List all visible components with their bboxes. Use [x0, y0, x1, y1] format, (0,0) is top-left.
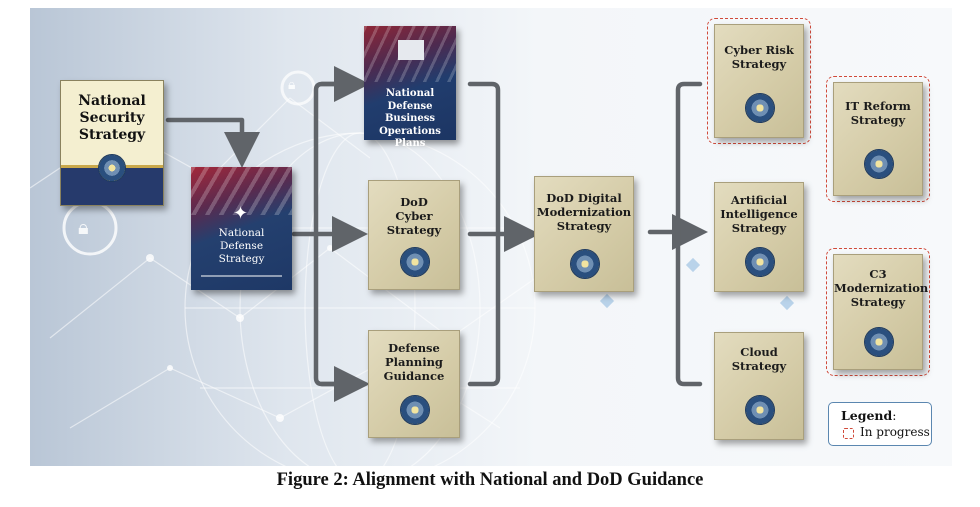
legend: Legend: In progress [828, 402, 932, 446]
dod-digital-modernization-strategy-document: DoD Digital Modernization Strategy [534, 176, 634, 292]
dod-seal-icon [400, 247, 430, 277]
dod-seal-icon [400, 395, 430, 425]
cloud-strategy-document: Cloud Strategy [714, 332, 804, 440]
bracket-left-2 [675, 81, 703, 387]
c3-title: C3 Modernization Strategy [834, 267, 929, 309]
legend-in-progress-label: In progress [860, 425, 930, 439]
nss-title: National Security Strategy [78, 93, 146, 143]
defense-planning-guidance-document: Defense Planning Guidance [368, 330, 460, 438]
dod-seal-icon [745, 395, 775, 425]
legend-title: Legend [841, 408, 893, 423]
figure-caption: Figure 2: Alignment with National and Do… [276, 470, 704, 490]
dod-seal-icon [745, 93, 775, 123]
flag-pattern [191, 167, 292, 215]
dms-title: DoD Digital Modernization Strategy [536, 191, 632, 233]
nds-title: National Defense Strategy [218, 227, 265, 265]
ndbop-document: National Defense Business Operations Pla… [364, 26, 456, 149]
in-progress-outline [826, 248, 930, 376]
ai-strategy-document: Artificial Intelligence Strategy [714, 182, 804, 292]
dod-seal-icon [864, 149, 894, 179]
nds-footer-line [201, 275, 282, 277]
dod-seal-icon [570, 249, 600, 279]
cyber-risk-strategy-document: Cyber Risk Strategy [714, 24, 804, 138]
c3-modernization-strategy-document: C3 Modernization Strategy [833, 254, 929, 370]
legend-title-row: Legend: [841, 408, 896, 423]
cover-label-patch [398, 40, 424, 60]
national-defense-strategy-document: ✦ National Defense Strategy [191, 167, 292, 290]
dod-seal-icon [745, 247, 775, 277]
dpg-title: Defense Planning Guidance [383, 341, 445, 383]
presidential-seal-icon [98, 154, 126, 182]
bracket-left-1 [313, 81, 359, 387]
national-security-strategy-document: National Security Strategy [60, 80, 164, 206]
cyberrisk-title: Cyber Risk Strategy [724, 43, 794, 71]
cyber-title: DoD Cyber Strategy [386, 195, 442, 237]
cloud-title: Cloud Strategy [731, 345, 787, 373]
arrow-nss-to-nds [165, 117, 260, 168]
eagle-icon: ✦ [233, 203, 249, 224]
in-progress-outline [707, 18, 811, 144]
ai-title: Artificial Intelligence Strategy [720, 193, 798, 235]
lock-icon: 🔒︎ [78, 215, 89, 239]
dod-seal-icon [864, 327, 894, 357]
itreform-title: IT Reform Strategy [845, 99, 911, 127]
lock-icon: 🔒︎ [288, 77, 296, 93]
legend-colon: : [892, 408, 897, 423]
dod-cyber-strategy-document: DoD Cyber Strategy [368, 180, 460, 290]
it-reform-strategy-document: IT Reform Strategy [833, 82, 923, 196]
in-progress-outline [826, 76, 930, 202]
ndbop-title: National Defense Business Operations Pla… [379, 88, 441, 149]
legend-in-progress-swatch [843, 428, 854, 439]
